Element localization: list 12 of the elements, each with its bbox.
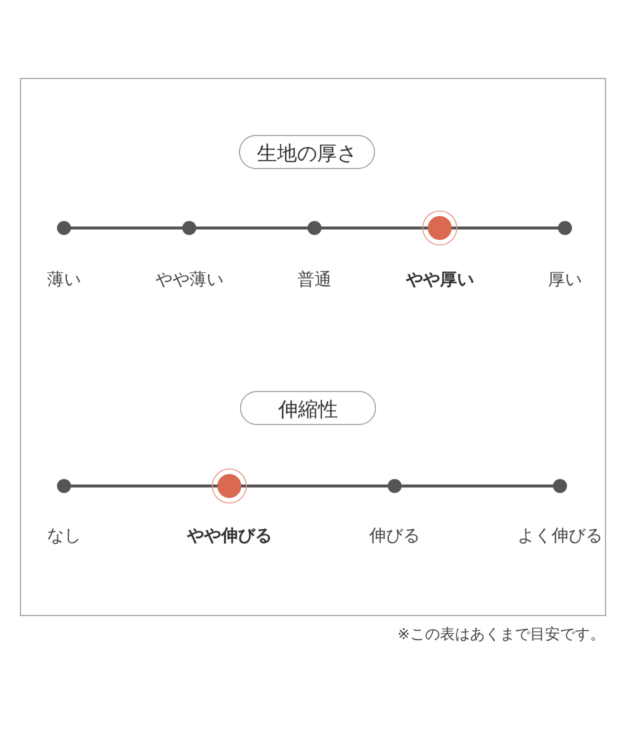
heading-pill: 生地の厚さ xyxy=(239,135,375,169)
scale-label: やや伸びる xyxy=(186,525,272,547)
scale-label: よく伸びる xyxy=(518,525,602,547)
heading-pill: 伸縮性 xyxy=(240,391,376,425)
note-text: ※この表はあくまで目安です。 xyxy=(397,625,605,644)
scale-label: やや厚い xyxy=(406,269,474,291)
scale-label: なし xyxy=(47,525,81,547)
scale-label: 普通 xyxy=(298,269,332,291)
scale-label: 薄い xyxy=(47,269,81,291)
scale-label: 伸びる xyxy=(369,525,420,547)
scale-label: 厚い xyxy=(548,269,582,291)
scale-label: やや薄い xyxy=(155,269,224,291)
